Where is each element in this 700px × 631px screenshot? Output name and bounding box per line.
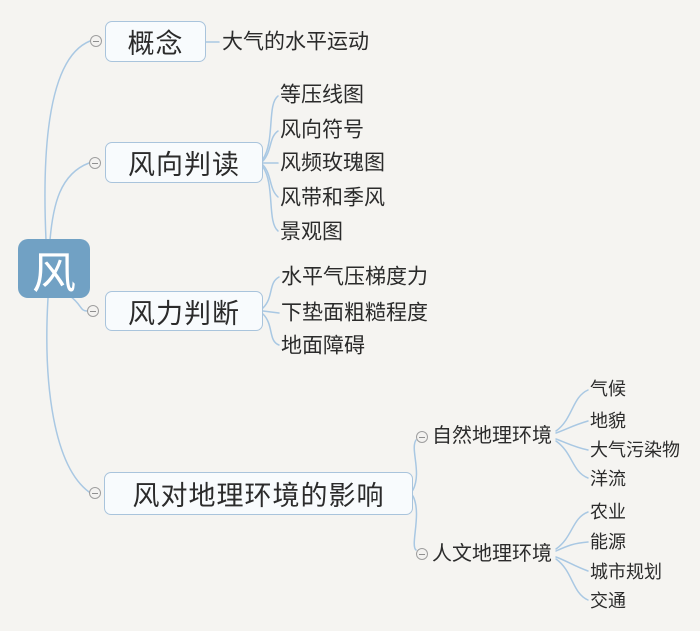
branch-node-wind-force[interactable]: 风力判断 [105,291,263,331]
connector [49,162,90,241]
connector [262,130,279,162]
leaf-node[interactable]: 风带和季风 [280,186,385,210]
collapse-icon[interactable] [89,487,101,499]
leaf-node[interactable]: 气候 [590,379,626,399]
leaf-node[interactable]: 交通 [590,591,626,611]
subbranch-node-human-environment[interactable]: 人文地理环境 [432,543,552,565]
subbranch-node-natural-environment[interactable]: 自然地理环境 [432,425,552,447]
connector [555,511,589,550]
collapse-icon[interactable] [90,35,102,47]
root-node[interactable]: 风 [18,239,90,298]
leaf-node[interactable]: 城市规划 [590,562,662,582]
connector [69,295,88,312]
leaf-node[interactable]: 下垫面粗糙程度 [281,301,428,325]
connector [555,389,589,432]
leaf-node[interactable]: 洋流 [590,469,626,489]
leaf-node[interactable]: 农业 [590,502,626,522]
branch-node-environment-impact[interactable]: 风对地理环境的影响 [104,472,413,515]
connector [555,556,589,572]
leaf-node[interactable]: 地面障碍 [281,334,365,358]
connector [555,420,589,434]
connector [555,558,589,601]
leaf-node[interactable]: 风向符号 [280,118,364,142]
connector [555,438,589,451]
connector [44,40,91,241]
leaf-node[interactable]: 景观图 [280,220,343,244]
connector [412,495,418,551]
connector [262,310,280,314]
branch-node-concept[interactable]: 概念 [105,21,206,62]
branch-node-wind-direction[interactable]: 风向判读 [105,142,263,183]
connector [262,166,279,232]
collapse-icon[interactable] [87,305,99,317]
connector [262,313,280,346]
leaf-node[interactable]: 大气的水平运动 [222,30,369,54]
collapse-icon[interactable] [416,431,428,443]
leaf-node[interactable]: 大气污染物 [590,440,680,460]
leaf-node[interactable]: 风频玫瑰图 [280,151,385,175]
collapse-icon[interactable] [416,548,428,560]
connector [555,541,589,552]
collapse-icon[interactable] [89,157,101,169]
connector [555,440,589,479]
leaf-node[interactable]: 等压线图 [280,83,364,107]
connector [262,164,279,198]
leaf-node[interactable]: 能源 [590,532,626,552]
connector [262,276,280,309]
connector [46,297,90,493]
leaf-node[interactable]: 水平气压梯度力 [281,265,428,289]
connector [262,95,279,160]
connector [412,439,418,491]
leaf-node[interactable]: 地貌 [590,411,626,431]
